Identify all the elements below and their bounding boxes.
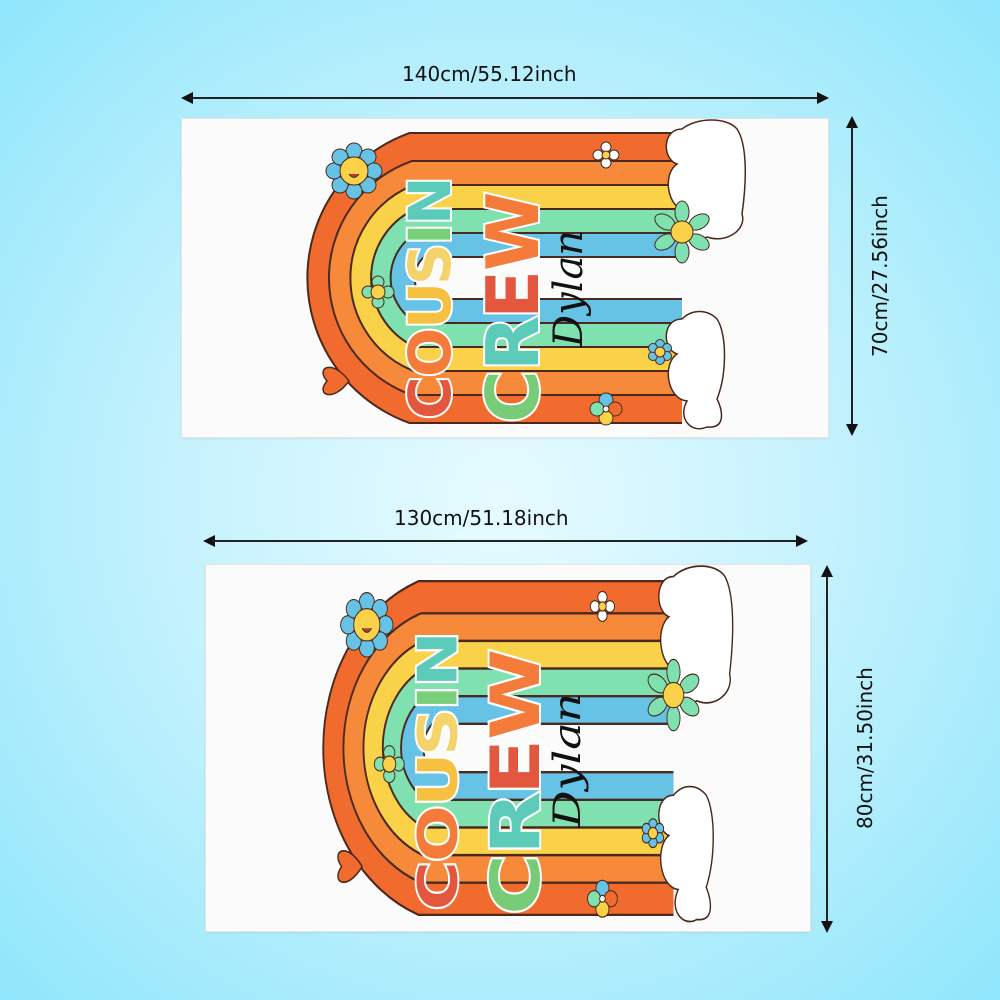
svg-text:R: R [476, 791, 554, 855]
towel-large-image: C O U S I N C R E W Dylan [182, 119, 828, 437]
svg-text:U: U [396, 282, 464, 329]
arrow-down-icon [821, 921, 833, 933]
arrow-right-icon [796, 535, 808, 547]
top-width-label: 140cm/55.12inch [402, 62, 577, 86]
svg-text:W: W [471, 192, 555, 271]
svg-text:R: R [471, 316, 555, 371]
daisy-icon [589, 590, 616, 622]
svg-text:U: U [408, 753, 470, 807]
svg-text:N: N [408, 631, 470, 687]
svg-text:S: S [408, 708, 470, 756]
name-text: Dylan [546, 230, 592, 348]
crew-word: C R E W [469, 190, 557, 425]
svg-text:I: I [408, 685, 470, 710]
bottom-width-line [212, 540, 800, 542]
svg-text:C: C [408, 861, 470, 910]
svg-text:N: N [396, 176, 464, 225]
name-text: Dylan [545, 693, 589, 829]
svg-text:O: O [396, 328, 464, 377]
towel-medium-image: C O U S I N C R E W Dylan [206, 565, 810, 931]
heart-icon [337, 849, 364, 884]
top-width-line [190, 97, 820, 99]
green-flower-icon [647, 658, 700, 732]
daisy-icon [592, 141, 620, 169]
bottom-height-line [826, 575, 828, 925]
cloud-bottom [658, 785, 714, 923]
arrow-left-icon [203, 535, 215, 547]
arrow-up-icon [846, 116, 858, 128]
bottom-height-label: 80cm/31.50inch [853, 667, 877, 829]
multicolor-flower-icon [587, 879, 618, 918]
flower-small-icon [373, 745, 405, 784]
multicolor-flower-icon [589, 392, 623, 426]
svg-text:E: E [476, 739, 554, 796]
cousin-word: C O U S I N [405, 629, 472, 912]
blue-flower-icon [641, 818, 665, 849]
bottom-width-label: 130cm/51.18inch [394, 506, 569, 530]
arrow-up-icon [821, 565, 833, 577]
cousin-word: C O U S I N [394, 174, 466, 421]
svg-text:C: C [471, 370, 555, 423]
blue-flower-icon [648, 339, 672, 365]
crew-word: C R E W [474, 646, 557, 916]
sun-flower-icon [340, 592, 394, 658]
top-height-label: 70cm/27.56inch [868, 195, 892, 357]
flower-small-icon [361, 275, 395, 309]
heart-icon [322, 366, 350, 396]
arrow-left-icon [181, 92, 193, 104]
svg-text:W: W [476, 649, 554, 740]
arrow-down-icon [846, 424, 858, 436]
rainbow-artwork: C O U S I N C R E W Dylan [322, 565, 734, 923]
rainbow-artwork: C O U S I N C R E W Dylan [306, 119, 747, 430]
arrow-right-icon [817, 92, 829, 104]
svg-text:E: E [471, 270, 555, 319]
svg-text:S: S [396, 243, 464, 285]
green-flower-icon [654, 200, 710, 264]
svg-text:C: C [476, 854, 554, 915]
svg-text:C: C [396, 376, 464, 419]
cloud-bottom [665, 310, 726, 430]
sun-flower-icon [325, 142, 383, 200]
svg-text:O: O [408, 805, 470, 862]
top-height-line [851, 126, 853, 428]
svg-text:I: I [396, 223, 464, 245]
